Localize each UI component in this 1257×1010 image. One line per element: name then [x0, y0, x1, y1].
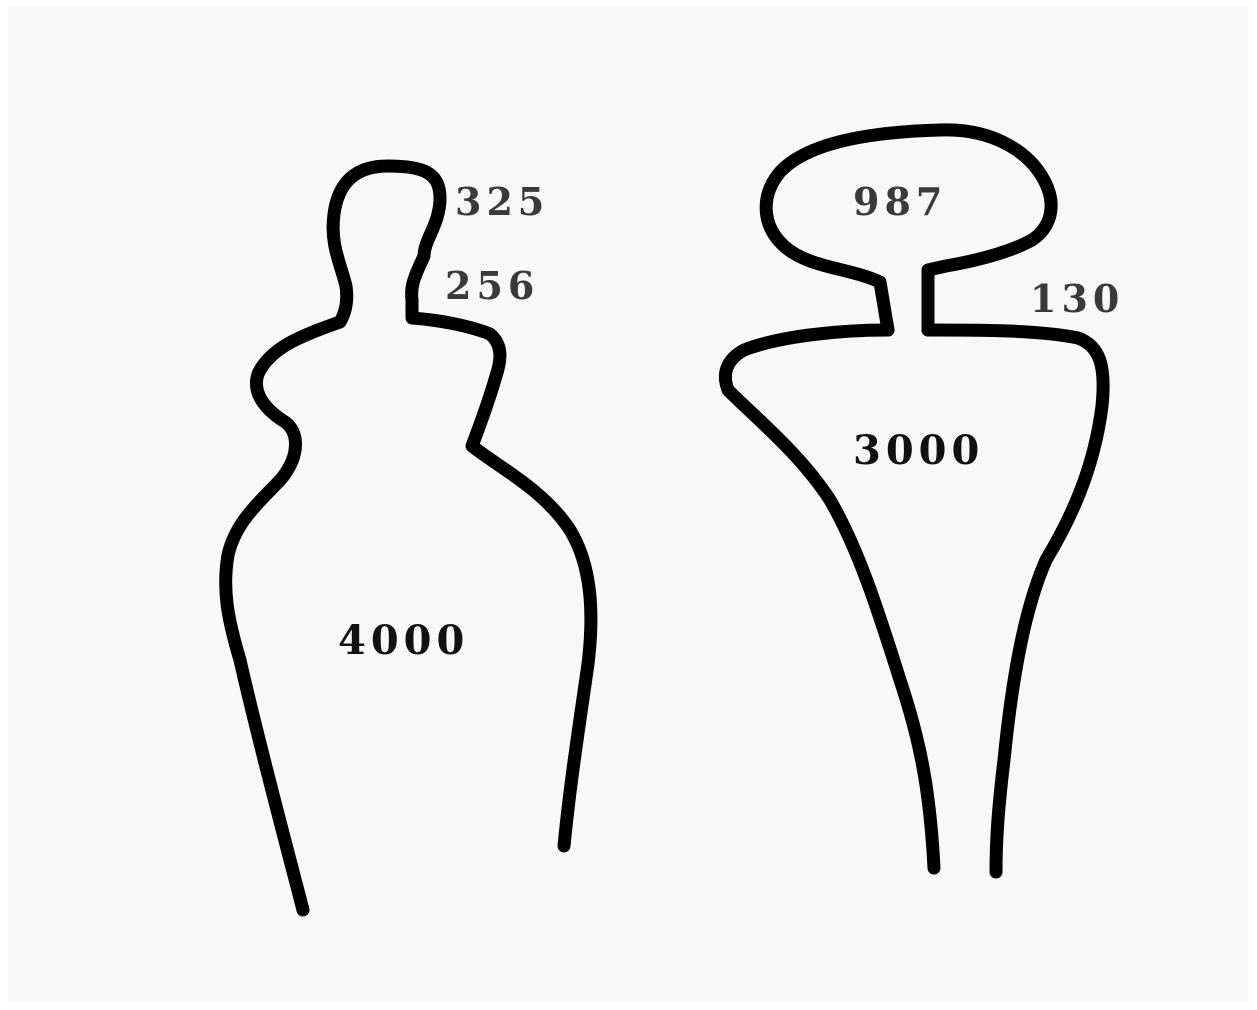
- right-neck-label: 130: [1030, 276, 1124, 321]
- left-head-label: 325: [455, 179, 549, 224]
- right-body-label: 3000: [853, 427, 984, 474]
- left-body-label: 4000: [338, 617, 469, 664]
- left-neck-label: 256: [445, 263, 539, 308]
- right-head-label: 987: [853, 179, 947, 224]
- right-figure: 987 130 3000: [725, 130, 1124, 872]
- right-figure-body-outline: [725, 330, 1103, 872]
- left-figure: 325 256 4000: [226, 166, 591, 910]
- right-figure-outline: [766, 130, 1051, 330]
